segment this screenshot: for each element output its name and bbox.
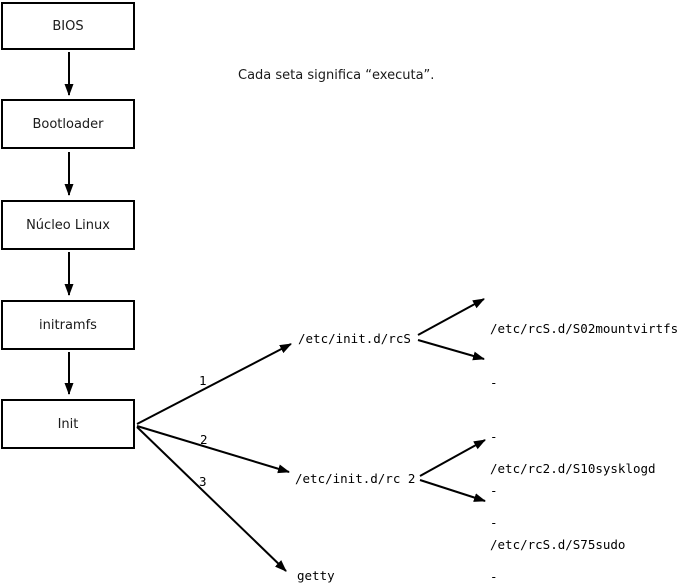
rcs-script-s75sudo: /etc/rcS.d/S75sudo: [490, 537, 626, 552]
rc2-script-list: /etc/rc2.d/S10sysklogd - - - /etc/rc2.d/…: [490, 424, 656, 583]
arrow-init-to-rcs: [136, 343, 292, 425]
arrow-label-1: 1: [199, 373, 207, 388]
arrow-label-2: 2: [200, 432, 208, 447]
box-initramfs: initramfs: [1, 300, 135, 350]
rc2-script-dash-2: -: [490, 569, 498, 583]
arrow-init-to-rc2: [136, 425, 290, 474]
target-init-d-rcs: /etc/init.d/rcS: [298, 331, 411, 346]
rcs-script-s02mountvirtfs: /etc/rcS.d/S02mountvirtfs: [490, 321, 679, 336]
arrow-rc2-to-s99: [419, 479, 486, 502]
box-bootloader: Bootloader: [1, 99, 135, 149]
arrow-rcs-to-s02: [417, 298, 485, 336]
rcs-script-list: /etc/rcS.d/S02mountvirtfs - - - /etc/rcS…: [490, 284, 678, 583]
arrow-rcs-to-s75: [417, 339, 485, 361]
box-bios: BIOS: [1, 2, 135, 50]
arrow-init-to-getty: [136, 426, 287, 572]
box-nucleo-linux: Núcleo Linux: [1, 200, 135, 250]
rc2-script-s10sysklogd: /etc/rc2.d/S10sysklogd: [490, 461, 656, 476]
rc2-script-dash-1: -: [490, 515, 498, 530]
arrow-label-3: 3: [199, 474, 207, 489]
rcs-script-dash-2: -: [490, 429, 498, 444]
box-init: Init: [1, 399, 135, 449]
rcs-script-dash-3: -: [490, 483, 498, 498]
target-init-d-rc2: /etc/init.d/rc 2: [295, 471, 416, 486]
arrow-rc2-to-s10: [419, 439, 486, 477]
target-getty: getty: [297, 568, 335, 583]
legend-note: Cada seta significa “executa”.: [238, 68, 435, 83]
rcs-script-dash-1: -: [490, 375, 498, 390]
